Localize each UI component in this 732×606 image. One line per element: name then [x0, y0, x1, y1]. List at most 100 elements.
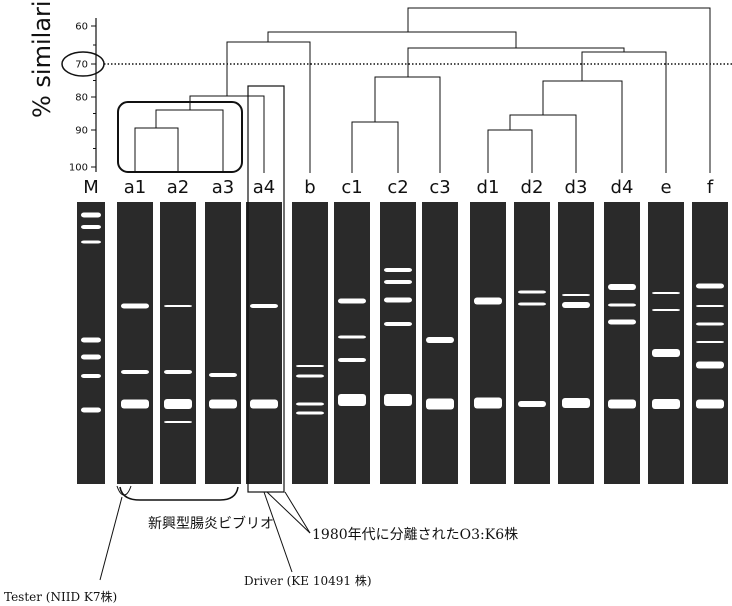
gel-band [338, 336, 366, 339]
gel-lane-d2 [514, 202, 550, 484]
lane-label-c1: c1 [341, 177, 362, 198]
gel-lane-a2 [160, 202, 196, 484]
gel-band [562, 294, 590, 296]
gel-band [652, 309, 680, 311]
gel-band [474, 398, 502, 409]
gel-band [696, 341, 724, 343]
gel-band [384, 298, 412, 303]
dendrogram [135, 8, 710, 173]
emerging-group-bracket [120, 487, 238, 500]
gel-lane-M [77, 202, 105, 484]
gel-band [81, 213, 101, 218]
gel-band [696, 284, 724, 289]
gel-band [81, 374, 101, 378]
gel-band [296, 412, 324, 415]
gel-band [696, 362, 724, 369]
lane-label-d4: d4 [611, 177, 634, 198]
driver-pointer [264, 492, 292, 572]
gel-band [296, 365, 324, 367]
gel-band [518, 303, 546, 306]
gel-band [296, 375, 324, 378]
gel-band [250, 304, 278, 308]
gel-band [384, 280, 412, 284]
gel-band [426, 337, 454, 343]
y-axis: 60 70 80 90 100 [69, 18, 96, 174]
gel-lane-a4 [246, 202, 282, 484]
gel-band [696, 323, 724, 326]
gel-lane-e [648, 202, 684, 484]
gel-band [562, 302, 590, 308]
gel-band [518, 401, 546, 407]
y-tick-label: 70 [75, 60, 88, 71]
gel-band [296, 403, 324, 406]
y-tick-label: 100 [69, 163, 88, 174]
gel-band [384, 394, 412, 406]
lane-label-M: M [83, 177, 99, 198]
gel-band [164, 370, 192, 374]
gel-band [384, 322, 412, 326]
gel-band [652, 292, 680, 294]
gel-band [608, 284, 636, 290]
lane-label-a4: a4 [253, 177, 275, 198]
gel-band [81, 408, 101, 413]
gel-band [338, 358, 366, 362]
gel-band [164, 305, 192, 307]
gel-lane-b [292, 202, 328, 484]
lane-label-c2: c2 [387, 177, 408, 198]
gel-band [338, 394, 366, 406]
gel-band [562, 398, 590, 408]
lane-label-d2: d2 [521, 177, 544, 198]
y-tick-label: 90 [75, 126, 88, 137]
lane-label-d1: d1 [477, 177, 500, 198]
gel-band [209, 373, 237, 377]
gel-lane-c2 [380, 202, 416, 484]
lane-label-b: b [304, 177, 315, 198]
gel-band [518, 291, 546, 294]
gel-band [164, 421, 192, 423]
gel-band [164, 399, 192, 409]
tester-caption: Tester (NIID K7株) [4, 589, 117, 604]
lane-label-f: f [707, 177, 714, 198]
lane-label-d3: d3 [565, 177, 588, 198]
old-strain-caption: 1980年代に分離されたO3:K6株 [312, 526, 518, 543]
gel-lane-c1 [334, 202, 370, 484]
gel-band [338, 299, 366, 304]
gel-band [608, 320, 636, 325]
gel-band [121, 370, 149, 374]
driver-caption: Driver (KE 10491 株) [244, 573, 372, 588]
gel-band [696, 305, 724, 307]
gel-band [652, 349, 680, 357]
lane-label-c3: c3 [429, 177, 450, 198]
gel-band [81, 241, 101, 244]
gel-band [474, 298, 502, 305]
gel-lane-d3 [558, 202, 594, 484]
gel-band [121, 400, 149, 409]
gel-band [81, 355, 101, 360]
gel-band [652, 399, 680, 409]
lane-label-a1: a1 [124, 177, 146, 198]
lane-label-e: e [660, 177, 671, 198]
lane-label-a3: a3 [212, 177, 234, 198]
gel-band [608, 400, 636, 409]
gel-image [77, 202, 728, 484]
gel-lane-a1 [117, 202, 153, 484]
tester-bracket [117, 486, 131, 495]
tester-pointer [100, 497, 122, 580]
y-axis-label: % similarity [28, 0, 56, 118]
lane-label-a2: a2 [167, 177, 189, 198]
gel-lane-d1 [470, 202, 506, 484]
y-tick-label: 80 [75, 93, 88, 104]
emerging-group-caption: 新興型腸炎ビブリオ [148, 515, 274, 532]
gel-band [696, 400, 724, 409]
gel-band [426, 399, 454, 410]
gel-band [608, 304, 636, 307]
gel-band [81, 338, 101, 343]
gel-band [121, 304, 149, 309]
gel-lane-a3 [205, 202, 241, 484]
gel-band [209, 400, 237, 409]
gel-band [384, 268, 412, 272]
y-tick-label: 60 [75, 22, 88, 33]
gel-lane-d4 [604, 202, 640, 484]
